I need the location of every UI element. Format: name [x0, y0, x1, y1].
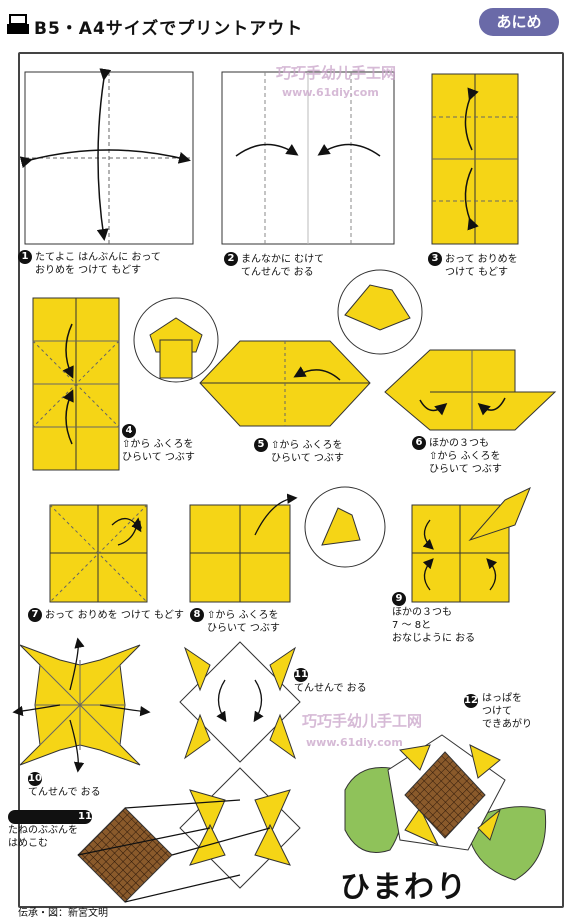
- step5-line1: ⇧から ふくろを: [271, 440, 343, 451]
- step12-caption: 12 はっぱを つけて できあがり: [464, 693, 532, 730]
- step6-figure: [384, 349, 557, 431]
- anime-badge-button[interactable]: あにめ: [479, 8, 559, 36]
- step11b-figure: [77, 767, 301, 903]
- step9-caption: 9 ほかの３つも 7 〜 8と おなじように おる: [392, 592, 475, 645]
- diagram-frame: [18, 52, 564, 908]
- step4-line2: ひらいて つぶす: [122, 452, 195, 463]
- step4-caption: 4 ⇧から ふくろを ひらいて つぶす: [122, 424, 195, 464]
- step1-line1: たてよこ はんぶんに おって: [35, 252, 161, 263]
- step2-number: 2: [224, 252, 238, 266]
- step2-line2: てんせんで おる: [241, 267, 314, 278]
- step8-line2: ひらいて つぶす: [207, 623, 280, 634]
- step7-line1: おって おりめを つけて もどす: [45, 610, 184, 621]
- step6-line2: ⇧から ふくろを: [429, 451, 501, 462]
- step5-line2: ひらいて つぶす: [271, 453, 344, 464]
- step10-figure: [12, 637, 151, 773]
- sunflower-title: ひまわり: [340, 870, 468, 905]
- step10-line1: てんせんで おる: [28, 787, 101, 798]
- step5-number: 5: [254, 438, 268, 452]
- step4-figure: [32, 297, 219, 471]
- step11a-figure: [179, 641, 301, 763]
- step9-line1: ほかの３つも: [392, 607, 452, 618]
- step6-number: 6: [412, 436, 426, 450]
- step10-number: 10: [28, 772, 42, 786]
- step9-line2: 7 〜 8と: [392, 620, 432, 631]
- watermark-url-2: www.61diy.com: [306, 736, 403, 749]
- step8-figure: [189, 486, 386, 603]
- step5-caption: 5⇧から ふくろを ひらいて つぶす: [254, 438, 344, 465]
- step4-line1: ⇧から ふくろを: [122, 439, 194, 450]
- step5-figure: [199, 269, 423, 427]
- step7-number: 7: [28, 608, 42, 622]
- step8-line1: ⇧から ふくろを: [207, 610, 279, 621]
- step2-line1: まんなかに むけて: [241, 254, 325, 265]
- step12-line2: つけて: [482, 706, 512, 717]
- step3-line1: おって おりめを: [445, 254, 518, 265]
- watermark-url: www.61diy.com: [282, 86, 379, 99]
- step3-figure: [431, 73, 519, 245]
- step1-figure: [19, 68, 194, 245]
- step6-line1: ほかの３つも: [429, 438, 489, 449]
- step1-number: 1: [18, 250, 32, 264]
- step8-number: 8: [190, 608, 204, 622]
- printer-icon: [6, 14, 30, 40]
- step11b-caption: 11 たねのぶぶんを はめこむ: [8, 810, 95, 850]
- step3-number: 3: [428, 252, 442, 266]
- step10-caption: 10 てんせんで おる: [28, 772, 101, 799]
- step2-figure: [221, 71, 395, 245]
- step6-line3: ひらいて つぶす: [429, 464, 502, 475]
- step9-line3: おなじように おる: [392, 633, 476, 644]
- step9-number: 9: [392, 592, 406, 606]
- step4-number: 4: [122, 424, 136, 438]
- step11a-caption: 11 てんせんで おる: [294, 668, 367, 695]
- step11b-line2: はめこむ: [8, 838, 48, 849]
- step12-number: 12: [464, 694, 478, 708]
- step12-line1: はっぱを: [482, 693, 522, 704]
- step1-line2: おりめを つけて もどす: [35, 265, 142, 276]
- credit-text: 伝承・図：新宮文明: [18, 908, 108, 919]
- step11a-line1: てんせんで おる: [294, 683, 367, 694]
- watermark-name-2: 巧巧手幼儿手工网: [302, 712, 423, 730]
- step9-figure: [411, 486, 531, 603]
- step11a-number: 11: [294, 668, 308, 682]
- step8-caption: 8⇧から ふくろを ひらいて つぶす: [190, 608, 280, 635]
- step12-line3: できあがり: [482, 719, 532, 730]
- step3-line2: つけて もどす: [445, 267, 508, 278]
- step11b-line1: たねのぶぶんを: [8, 825, 78, 836]
- watermark-name: 巧巧手幼儿手工网: [276, 64, 397, 82]
- page-title: B5・A4サイズでプリントアウト: [34, 19, 304, 39]
- step11b-number: 11: [8, 810, 92, 824]
- step7-figure: [49, 504, 148, 603]
- finished-sunflower: [344, 734, 547, 881]
